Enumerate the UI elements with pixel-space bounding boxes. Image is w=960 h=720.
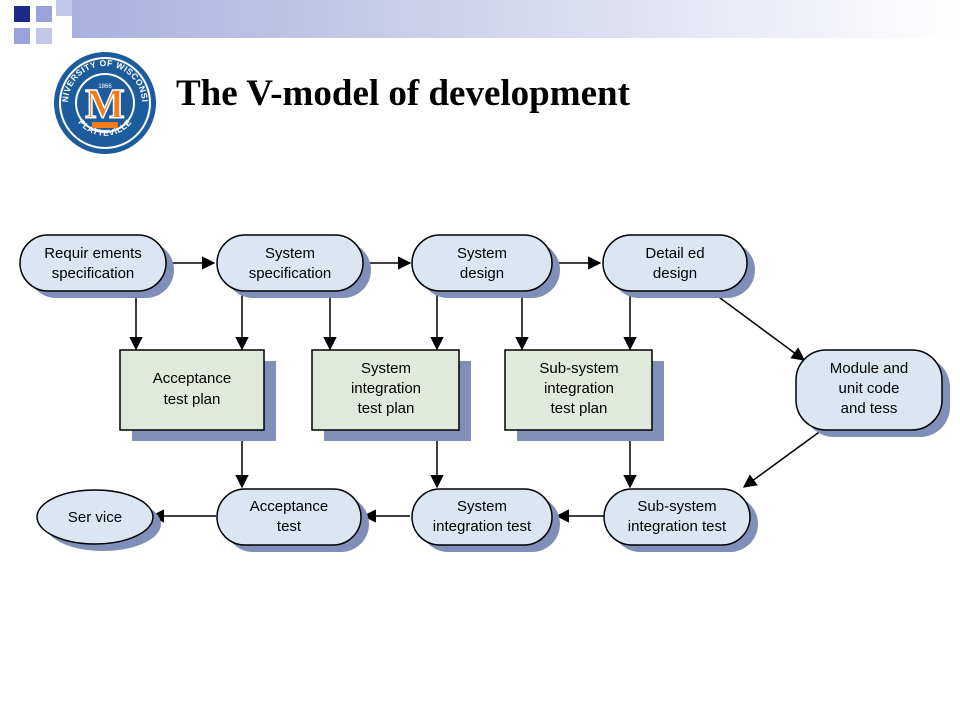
box-system-integration-test-plan: System integration test plan	[311, 349, 471, 441]
node-label-line: test	[277, 518, 302, 535]
node-label-line: specification	[249, 265, 332, 282]
box-label-line: test plan	[358, 400, 415, 417]
node-requirements-specification: Requir ements specification	[19, 234, 174, 298]
slide-title: The V-model of development	[176, 73, 630, 114]
box-label-line: Acceptance	[153, 370, 231, 387]
node-label-line: design	[460, 265, 504, 282]
node-label-line: System	[265, 245, 315, 262]
logo-year: 1866	[98, 84, 112, 90]
node-label-line: Acceptance	[250, 498, 328, 515]
node-label-line: Ser vice	[68, 509, 122, 526]
node-label-line: Module and	[830, 360, 908, 377]
box-label-line: integration	[351, 380, 421, 397]
node-label-line: unit code	[839, 380, 900, 397]
node-sub-system-integration-test: Sub-system integration test	[603, 488, 758, 552]
node-label-line: specification	[52, 265, 135, 282]
header-gradient-band	[72, 0, 960, 38]
node-detailed-design: Detail ed design	[602, 234, 755, 298]
arrow	[711, 291, 806, 361]
node-module-and-unit-code: Module and unit code and tess	[795, 349, 950, 437]
box-label-line: Sub-system	[539, 360, 618, 377]
node-system-design: System design	[411, 234, 560, 298]
box-label-line: integration	[544, 380, 614, 397]
accent-square	[56, 0, 72, 16]
node-label-line: Detail ed	[645, 245, 704, 262]
node-label-line: System	[457, 245, 507, 262]
accent-square	[36, 6, 52, 22]
logo-base-bar	[92, 122, 118, 128]
box-acceptance-test-plan: Acceptance test plan	[119, 349, 276, 441]
node-label-line: design	[653, 265, 697, 282]
accent-square	[14, 28, 30, 44]
node-label-line: System	[457, 498, 507, 515]
corner-decoration	[14, 0, 960, 44]
node-label-line: Requir ements	[44, 245, 142, 262]
box-label-line: test plan	[551, 400, 608, 417]
logo-letter: M	[85, 82, 125, 128]
university-logo: UNIVERSITY OF WISCONSIN PLATTEVILLE M 18…	[52, 50, 156, 154]
flow-arrows	[129, 256, 823, 523]
box-label-line: test plan	[164, 391, 221, 408]
node-label-line: and tess	[841, 400, 898, 417]
node-acceptance-test: Acceptance test	[216, 488, 369, 552]
accent-square	[36, 28, 52, 44]
box-label-line: System	[361, 360, 411, 377]
arrow	[742, 429, 823, 488]
node-system-integration-test: System integration test	[411, 488, 560, 552]
node-label-line: Sub-system	[637, 498, 716, 515]
node-system-specification: System specification	[216, 234, 371, 298]
node-label-line: integration test	[628, 518, 727, 535]
box-sub-system-integration-test-plan: Sub-system integration test plan	[504, 349, 664, 441]
accent-square	[14, 6, 30, 22]
node-service: Ser vice	[36, 489, 161, 551]
node-label-line: integration test	[433, 518, 532, 535]
